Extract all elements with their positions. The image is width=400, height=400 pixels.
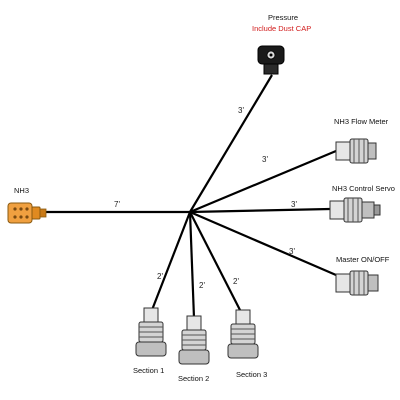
section-2-length: 2' — [199, 281, 205, 290]
wire-flow-meter — [189, 149, 337, 214]
wire-section-1 — [150, 211, 192, 311]
wire-master — [189, 210, 337, 277]
section-2-connector — [178, 315, 210, 365]
wire-section-2 — [188, 211, 196, 319]
master-connector — [335, 270, 379, 296]
wires — [46, 74, 337, 319]
flow-meter-length: 3' — [262, 155, 268, 164]
section-1-label: Section 1 — [133, 366, 164, 375]
section-1-length: 2' — [157, 272, 163, 281]
pressure-note: Include Dust CAP — [252, 24, 311, 33]
control-servo-connector — [329, 197, 381, 223]
section-3-label: Section 3 — [236, 370, 267, 379]
wire-pressure — [189, 74, 273, 213]
flow-meter-connector — [335, 138, 377, 164]
control-servo-length: 3' — [291, 200, 297, 209]
nh3-label: NH3 — [14, 186, 29, 195]
nh3-length: 7' — [114, 200, 120, 209]
flow-meter-label: NH3 Flow Meter — [334, 117, 389, 126]
section-3-connector — [227, 309, 259, 359]
nh3-connector — [7, 202, 47, 224]
section-2-label: Section 2 — [178, 374, 209, 383]
master-label: Master ON/OFF — [336, 255, 390, 264]
section-3-length: 2' — [233, 277, 239, 286]
section-1-connector — [135, 307, 167, 357]
pressure-label: Pressure — [268, 13, 298, 22]
wire-section-3 — [189, 211, 242, 313]
pressure-connector — [257, 45, 285, 75]
master-length: 3' — [289, 247, 295, 256]
pressure-length: 3' — [238, 106, 244, 115]
wire-control-servo — [189, 207, 331, 214]
control-servo-label: NH3 Control Servo — [332, 184, 395, 193]
